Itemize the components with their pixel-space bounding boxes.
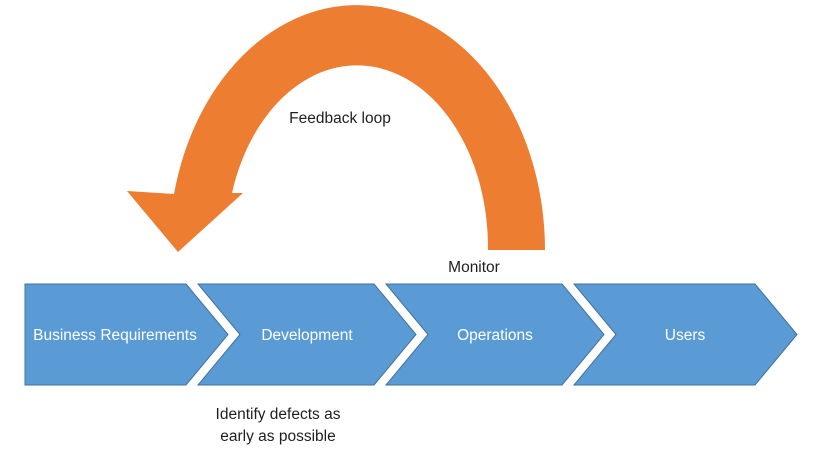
- feedback-loop-label: Feedback loop: [289, 110, 391, 127]
- defect-note-line1: Identify defects as: [216, 406, 341, 423]
- stage-label-development: Development: [261, 327, 353, 344]
- stage-label-users: Users: [665, 327, 706, 344]
- defect-note-line2: early as possible: [220, 428, 335, 445]
- stage-chevron-business-requirements: [24, 283, 229, 386]
- stage-chevron-operations: [384, 283, 605, 386]
- monitor-label: Monitor: [448, 259, 500, 276]
- stage-label-business-requirements: Business Requirements: [33, 327, 197, 344]
- stage-chevron-development: [196, 283, 417, 386]
- feedback-loop-arrow: [127, 5, 545, 252]
- stage-label-operations: Operations: [457, 327, 533, 344]
- stage-chevron-users: [572, 283, 798, 386]
